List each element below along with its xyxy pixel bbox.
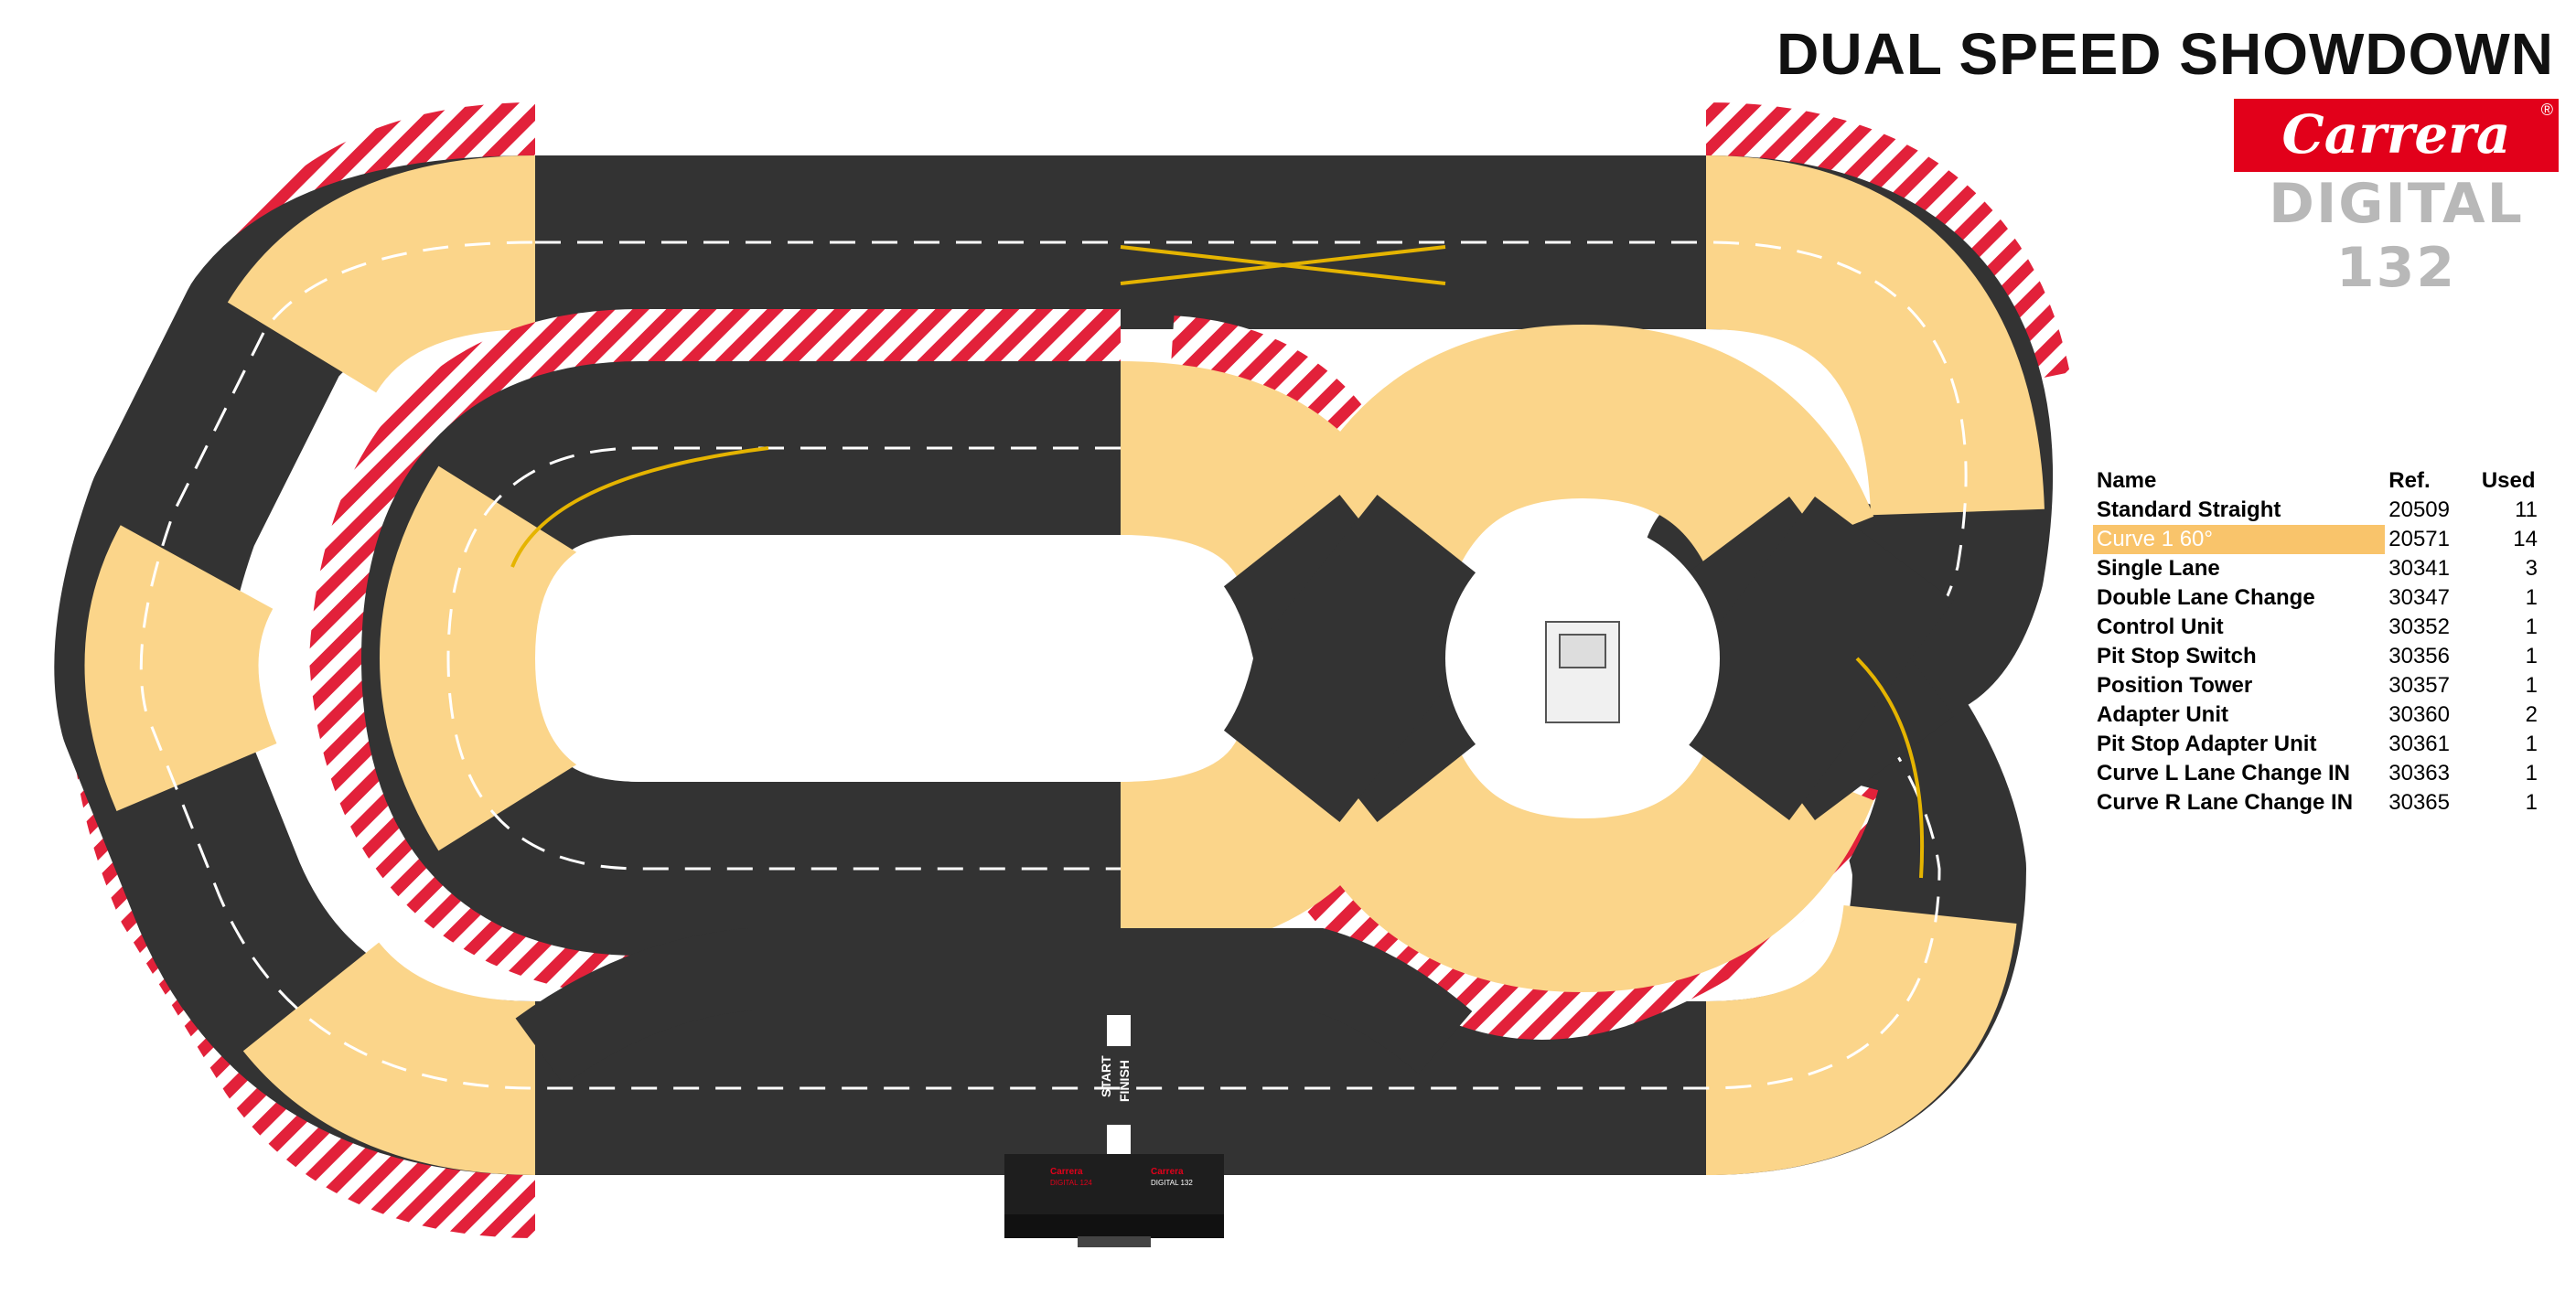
parts-table-cell-ref: 30357 [2388,673,2451,698]
parts-table-row: Single Lane 30341 3 [2093,554,2541,583]
outer-curve-left-mid [84,525,278,811]
start-label: START [1099,1055,1113,1097]
parts-table-cell-ref: 30361 [2388,732,2451,756]
control-unit-connector [1078,1236,1151,1247]
lane-change-top [1120,245,1446,285]
inner-lane-line [446,446,1121,871]
finish-label: FINISH [1117,1060,1132,1102]
parts-table-row: Pit Stop Switch 30356 1 [2093,642,2541,671]
outer-loop [54,102,2070,1238]
control-unit-base [1004,1214,1224,1238]
parts-table-header: Name Ref. Used [2093,466,2541,496]
outer-lane-line [139,240,1968,1090]
start-checker-bottom [1107,1125,1131,1156]
parts-table-cell-name: Double Lane Change [2097,585,2315,610]
figure-eight-circle [1291,324,1874,993]
parts-table-cell-ref: 30356 [2388,644,2451,668]
parts-table-cell-used: 11 [2515,497,2538,522]
parts-table-row: Curve 1 60°20571 14 [2093,525,2541,554]
control-unit-brand-right: Carrera [1151,1167,1184,1177]
parts-table-cell-ref: 30341 [2388,556,2451,581]
parts-table-cell-used: 2 [2525,702,2538,727]
parts-table-cell-name: Position Tower [2097,673,2253,698]
outer-curve-bottom-right [1704,903,2017,1175]
parts-table-row: Curve L Lane Change IN 30363 1 [2093,759,2541,788]
parts-table-cell-ref: 30352 [2388,615,2451,639]
logo-red-band [2234,99,2559,172]
position-tower [1545,621,1620,723]
parts-table-cell-used: 14 [2513,527,2538,551]
parts-table-row: Position Tower 30357 1 [2093,671,2541,700]
inner-curve-left [380,465,587,851]
parts-table-cell-name: Curve L Lane Change IN [2097,761,2350,786]
parts-table-cell-name: Curve 1 60° [2093,525,2386,554]
logo-product: DIGITAL 132 [2269,172,2524,300]
parts-table-cell-used: 1 [2525,585,2538,610]
parts-table-cell-name: Single Lane [2097,556,2220,581]
pit-lane [515,928,1473,1085]
control-unit-label-left: DIGITAL 124 [1050,1179,1092,1187]
parts-table-cell-name: Pit Stop Switch [2097,644,2257,668]
parts-table-cell-ref: 30360 [2388,702,2451,727]
parts-table-row: Curve R Lane Change IN 30365 1 [2093,788,2541,818]
parts-table-cell-name: Curve R Lane Change IN [2097,790,2354,815]
control-unit: Carrera DIGITAL 124 Carrera DIGITAL 132 [1004,1154,1224,1247]
parts-table-cell-used: 1 [2525,761,2538,786]
parts-table-cell-name: Standard Straight [2097,497,2281,522]
parts-table-cell-ref: 20509 [2388,497,2451,522]
parts-table-row: Standard Straight 20509 11 [2093,496,2541,525]
header-name: Name [2097,468,2157,493]
header-ref: Ref. [2388,468,2431,493]
parts-table-cell-ref: 20571 [2388,527,2451,551]
parts-table-cell-name: Control Unit [2097,615,2224,639]
logo-registered-mark: ® [2540,101,2553,119]
parts-table-cell-used: 1 [2525,790,2538,815]
carrera-digital132-logo: Carrera ® DIGITAL 132 [2234,99,2559,300]
start-finish-area: START FINISH [1099,1015,1132,1156]
parts-table-cell-used: 3 [2525,556,2538,581]
lane-change-inner [510,446,769,568]
parts-table-row: Pit Stop Adapter Unit 30361 1 [2093,730,2541,759]
inner-infield [535,535,1253,782]
start-checker-top [1107,1015,1131,1046]
parts-table-cell-ref: 30347 [2388,585,2451,610]
parts-table-cell-used: 1 [2525,673,2538,698]
parts-table-row: Adapter Unit 30360 2 [2093,700,2541,730]
parts-table-row: Double Lane Change 30347 1 [2093,583,2541,613]
control-unit-brand-left: Carrera [1050,1167,1083,1177]
position-tower-top [1559,634,1606,668]
control-unit-label-right: DIGITAL 132 [1151,1179,1193,1187]
parts-table-cell-ref: 30365 [2388,790,2451,815]
parts-table-row: Control Unit 30352 1 [2093,613,2541,642]
parts-table-cell-ref: 30363 [2388,761,2451,786]
crossover-right-b [1650,497,1954,820]
diagram-title: DUAL SPEED SHOWDOWN [1776,21,2554,87]
inner-loop [308,309,1954,1040]
outer-curve-bottom-left [242,940,537,1175]
crossover-b [1203,495,1514,822]
header-used: Used [2481,468,2536,493]
logo-brand: Carrera [2281,103,2511,166]
outer-curve-top-left [227,155,537,395]
parts-table-cell-name: Pit Stop Adapter Unit [2097,732,2317,756]
parts-table-cell-used: 1 [2525,644,2538,668]
parts-table-cell-name: Adapter Unit [2097,702,2228,727]
parts-table-cell-used: 1 [2525,732,2538,756]
parts-table-cell-used: 1 [2525,615,2538,639]
lane-change-right [1855,657,1925,879]
